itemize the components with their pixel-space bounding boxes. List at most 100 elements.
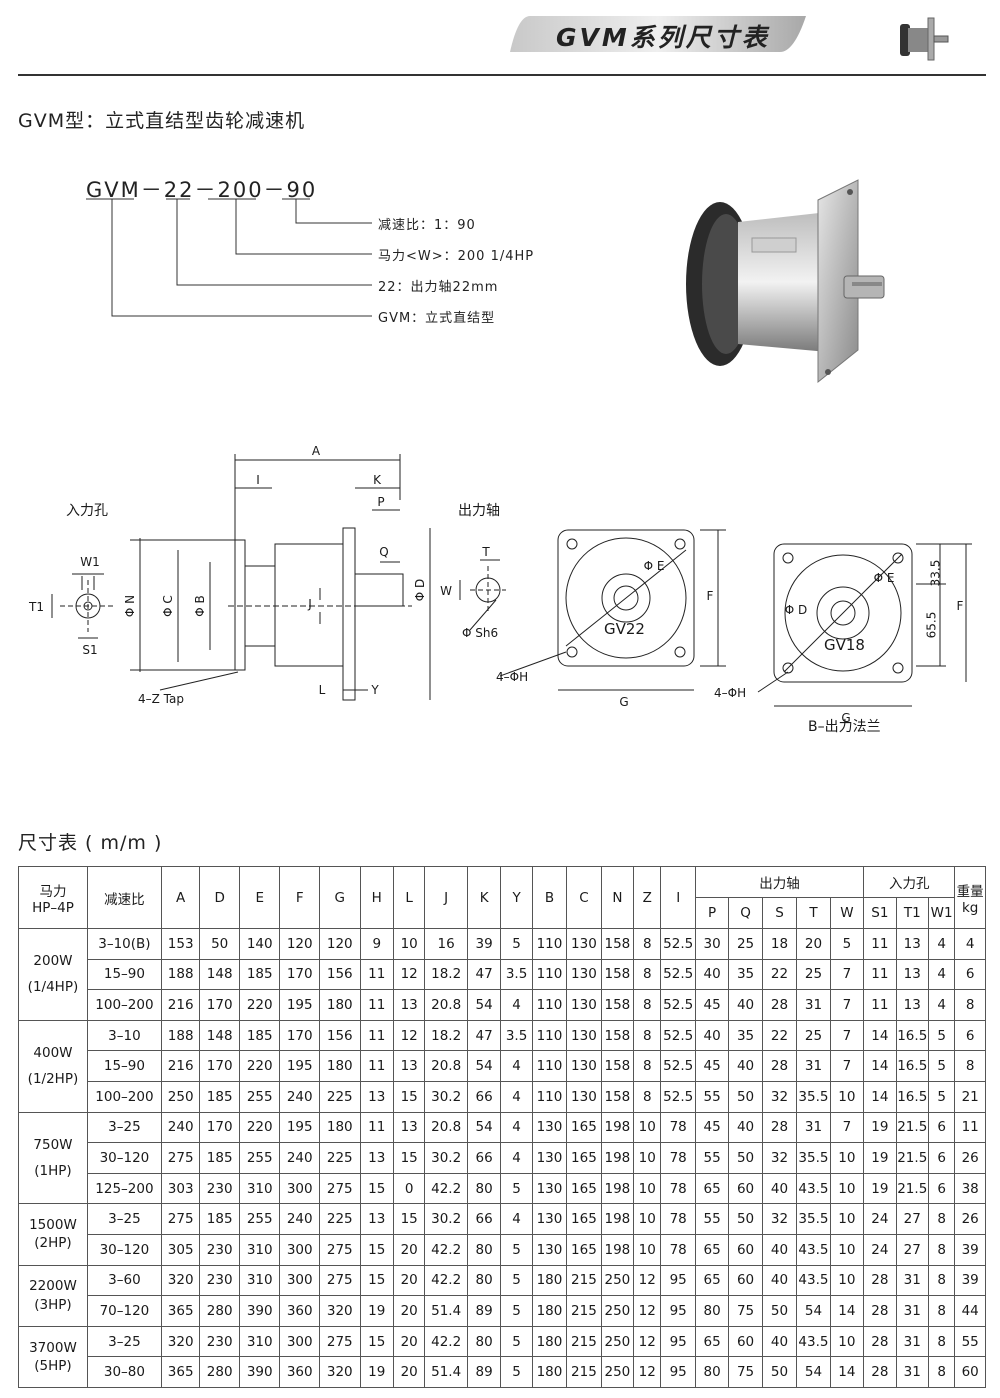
table-cell: 95 [660, 1295, 696, 1327]
ratio-cell: 3–60 [86, 1264, 162, 1297]
svg-text:P: P [377, 495, 384, 509]
table-cell: 89 [466, 1295, 502, 1327]
hole-label-gv18: 4–ΦH [714, 686, 747, 700]
table-cell: 50 [728, 1142, 763, 1174]
table-cell: 22 [761, 958, 798, 991]
table-cell: 7 [829, 1019, 865, 1052]
table-cell: 40 [761, 1172, 798, 1205]
svg-text:S1: S1 [82, 643, 97, 657]
power-cell: 1500W(2HP) [18, 1203, 88, 1266]
table-cell: 13 [392, 1050, 426, 1082]
table-cell: 39 [954, 1264, 986, 1297]
table-cell: 51.4 [424, 1356, 468, 1388]
table-cell: 21.5 [895, 1172, 929, 1205]
svg-text:Φ E: Φ E [644, 559, 665, 573]
table-cell: 170 [279, 958, 320, 991]
legend-ratio: 减速比：1：90 [378, 218, 476, 233]
table-cell: 180 [318, 1111, 361, 1144]
ratio-cell: 70–120 [86, 1295, 162, 1327]
table-cell: 300 [279, 1233, 320, 1266]
table-cell: 52.5 [660, 1080, 696, 1113]
table-cell: 10 [829, 1080, 865, 1113]
table-cell: 165 [566, 1203, 602, 1235]
table-cell: 130 [566, 1050, 602, 1082]
table-cell: 195 [279, 1050, 320, 1082]
header-T1: T1 [895, 897, 929, 929]
table-cell: 47 [466, 1019, 502, 1052]
table-cell: 9 [359, 928, 394, 960]
svg-text:W: W [440, 584, 452, 598]
table-cell: 4 [927, 958, 956, 991]
table-cell: 35 [728, 958, 763, 991]
table-cell: 170 [199, 989, 240, 1021]
table-cell: 130 [531, 1111, 568, 1144]
table-cell: 120 [279, 928, 320, 960]
table-cell: 255 [238, 1142, 281, 1174]
table-cell: 120 [318, 928, 361, 960]
ratio-cell: 15–90 [86, 1050, 162, 1082]
table-cell: 19 [863, 1142, 897, 1174]
table-cell: 180 [531, 1325, 568, 1358]
table-cell: 10 [633, 1142, 662, 1174]
table-cell: 24 [863, 1233, 897, 1266]
table-cell: 110 [531, 1050, 568, 1082]
table-cell: 148 [199, 958, 240, 991]
svg-text:K: K [373, 473, 382, 487]
table-cell: 21.5 [895, 1142, 929, 1174]
header-D: D [199, 866, 240, 929]
table-cell: 20 [392, 1325, 426, 1358]
table-cell: 20 [392, 1264, 426, 1297]
table-cell: 7 [829, 958, 865, 991]
table-cell: 8 [927, 1295, 956, 1327]
table-cell: 28 [863, 1295, 897, 1327]
ratio-cell: 3–10(B) [86, 928, 162, 960]
table-cell: 8 [633, 989, 662, 1021]
table-cell: 5 [500, 928, 533, 960]
header-input-hole: 入力孔 [863, 866, 956, 898]
table-cell: 158 [600, 928, 635, 960]
table-cell: 16.5 [895, 1080, 929, 1113]
table-cell: 11 [359, 1111, 394, 1144]
table-cell: 25 [796, 1019, 831, 1052]
svg-text:L: L [319, 683, 326, 697]
table-cell: 13 [359, 1203, 394, 1235]
table-cell: 250 [600, 1356, 635, 1388]
table-cell: 15 [359, 1325, 394, 1358]
gv22-label: GV22 [604, 620, 645, 638]
table-cell: 89 [466, 1356, 502, 1388]
table-cell: 35.5 [796, 1142, 831, 1174]
table-cell: 185 [199, 1203, 240, 1235]
sh6-label: Φ Sh6 [462, 626, 499, 640]
table-cell: 60 [728, 1172, 763, 1205]
svg-text:Y: Y [370, 683, 379, 697]
table-cell: 360 [279, 1356, 320, 1388]
power-hp: (2HP) [34, 1235, 72, 1252]
table-cell: 365 [160, 1356, 201, 1388]
table-cell: 10 [633, 1233, 662, 1266]
table-cell: 24 [863, 1203, 897, 1235]
table-cell: 10 [829, 1233, 865, 1266]
table-cell: 25 [728, 928, 763, 960]
table-cell: 275 [160, 1142, 201, 1174]
svg-text:W1: W1 [80, 555, 100, 569]
table-cell: 55 [694, 1142, 730, 1174]
table-cell: 75 [728, 1295, 763, 1327]
table-cell: 19 [359, 1295, 394, 1327]
table-cell: 11 [863, 958, 897, 991]
table-cell: 42.2 [424, 1172, 468, 1205]
svg-text:F: F [957, 599, 964, 613]
table-cell: 15 [392, 1080, 426, 1113]
table-cell: 11 [359, 958, 394, 991]
svg-text:J: J [307, 597, 312, 611]
power-hp: (5HP) [34, 1357, 72, 1374]
svg-text:Φ C: Φ C [161, 595, 175, 617]
table-cell: 165 [566, 1172, 602, 1205]
header-S: S [761, 897, 798, 929]
table-cell: 50 [761, 1356, 798, 1388]
ratio-cell: 125–200 [86, 1172, 162, 1205]
table-cell: 250 [600, 1264, 635, 1297]
